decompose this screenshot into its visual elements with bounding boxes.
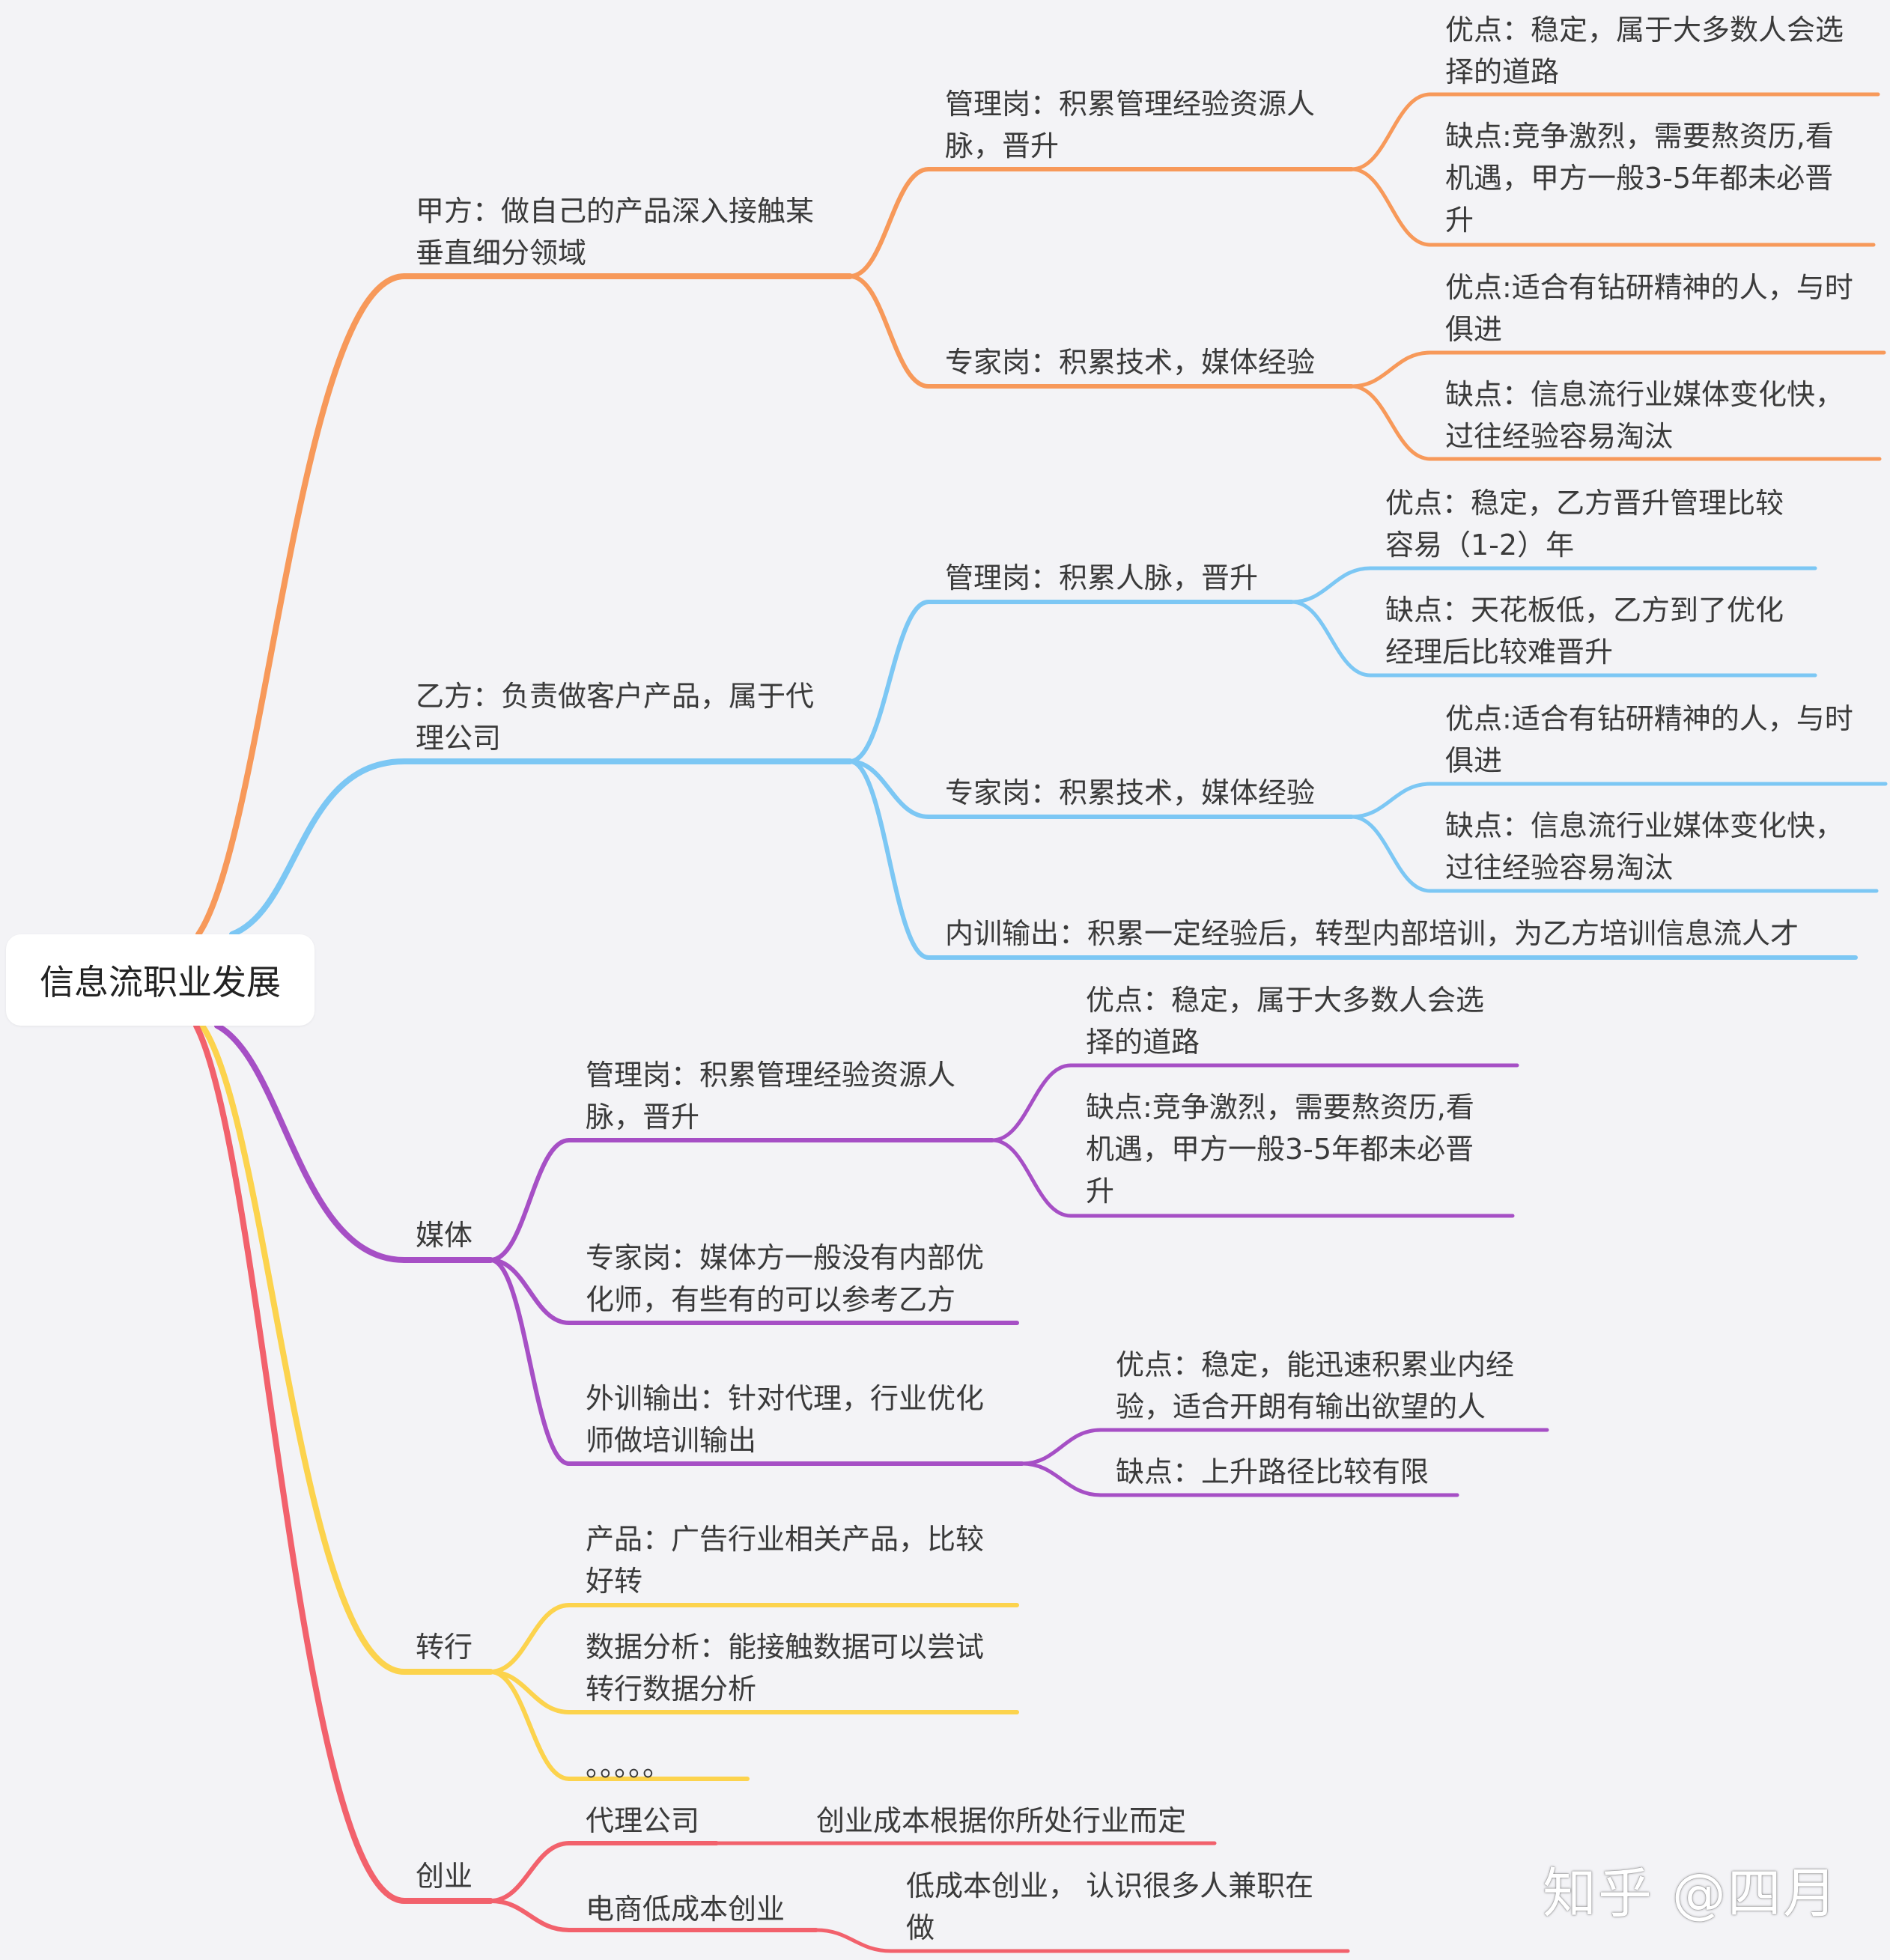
link-jiafang-management-con: [1349, 167, 1432, 247]
node-startup-ecommerce[interactable]: 电商低成本创业: [586, 1893, 786, 1926]
node-jiafang-management[interactable]: 管理岗：积累管理经验资源人 脉，晋升: [945, 88, 1316, 162]
link-yifang-training: [848, 759, 931, 960]
node-career-change[interactable]: 转行: [416, 1631, 473, 1664]
node-yifang-expert-con[interactable]: 缺点：信息流行业媒体变化快， 过往经验容易淘汰: [1445, 809, 1844, 884]
link-yifang-expert-pro: [1349, 782, 1432, 819]
node-yifang-management-pro[interactable]: 优点：稳定，乙方晋升管理比较 容易（1-2）年: [1385, 487, 1784, 561]
link-jiafang-management: [848, 167, 931, 279]
node-media-management-con[interactable]: 缺点:竞争激烈，需要熬资历,看 机遇，甲方一般3-5年都未必晋 升: [1086, 1091, 1474, 1208]
link-startup-ecommerce: [488, 1899, 571, 1932]
node-media-expert[interactable]: 专家岗：媒体方一般没有内部优 化师，有些有的可以参考乙方: [586, 1241, 985, 1316]
link-yifang-expert-con: [1349, 815, 1432, 893]
link-media-training: [488, 1258, 571, 1466]
link-root-startup: [193, 1023, 407, 1904]
node-startup-ecommerce-detail[interactable]: 低成本创业， 认识很多人兼职在 做: [906, 1869, 1314, 1944]
node-yifang[interactable]: 乙方：负责做客户产品，属于代 理公司: [416, 680, 815, 755]
link-media-expert: [488, 1258, 571, 1325]
node-yifang-management-con[interactable]: 缺点：天花板低，乙方到了优化 经理后比较难晋升: [1385, 594, 1784, 669]
link-media-management: [488, 1138, 571, 1262]
link-career-change-product: [488, 1603, 571, 1674]
node-media-management[interactable]: 管理岗：积累管理经验资源人 脉，晋升: [586, 1059, 956, 1133]
node-career-change-ellipsis[interactable]: 。。。。。: [586, 1750, 672, 1783]
link-jiafang-expert-con: [1349, 384, 1432, 461]
link-jiafang-expert: [848, 274, 931, 389]
node-jiafang-management-con[interactable]: 缺点:竞争激烈，需要熬资历,看 机遇，甲方一般3-5年都未必晋 升: [1445, 120, 1834, 237]
node-startup-agency-detail[interactable]: 创业成本根据你所处行业而定: [816, 1804, 1187, 1837]
link-root-yifang: [229, 758, 407, 937]
node-yifang-training[interactable]: 内训输出：积累一定经验后，转型内部培训，为乙方培训信息流人才: [945, 917, 1799, 950]
link-root-career-change: [199, 1023, 407, 1675]
link-career-change-ellipsis: [488, 1670, 571, 1781]
node-yifang-expert-pro[interactable]: 优点:适合有钻研精神的人，与时 俱进: [1445, 702, 1853, 777]
node-yifang-expert[interactable]: 专家岗：积累技术，媒体经验: [945, 776, 1316, 809]
node-jiafang-expert-pro[interactable]: 优点:适合有钻研精神的人，与时 俱进: [1445, 271, 1853, 346]
link-media-training-con: [1020, 1461, 1103, 1497]
node-jiafang-management-pro[interactable]: 优点：稳定，属于大多数人会选 择的道路: [1445, 13, 1844, 88]
node-media-management-pro[interactable]: 优点：稳定，属于大多数人会选 择的道路: [1086, 984, 1485, 1059]
link-root-media: [214, 1023, 407, 1263]
node-startup-agency[interactable]: 代理公司: [586, 1804, 700, 1837]
link-jiafang-management-pro: [1349, 92, 1432, 171]
node-media-training-con[interactable]: 缺点：上升路径比较有限: [1116, 1455, 1429, 1488]
node-jiafang-expert-con[interactable]: 缺点：信息流行业媒体变化快， 过往经验容易淘汰: [1445, 378, 1844, 453]
node-startup[interactable]: 创业: [416, 1860, 473, 1893]
link-yifang-management: [848, 600, 931, 764]
zhihu-watermark: 知乎 @四月: [1543, 1862, 1838, 1925]
link-root-jiafang: [195, 273, 407, 937]
node-career-change-data[interactable]: 数据分析：能接触数据可以尝试 转行数据分析: [586, 1631, 985, 1705]
link-yifang-expert: [848, 759, 931, 819]
root-node[interactable]: 信息流职业发展: [6, 934, 315, 1026]
node-career-change-product[interactable]: 产品：广告行业相关产品，比较 好转: [586, 1523, 985, 1598]
link-media-management-con: [990, 1138, 1073, 1218]
link-media-training-pro: [1020, 1428, 1103, 1466]
link-media-management-pro: [990, 1063, 1073, 1142]
node-media-training[interactable]: 外训输出：针对代理，行业优化 师做培训输出: [586, 1382, 985, 1457]
node-yifang-management[interactable]: 管理岗：积累人脉，晋升: [945, 561, 1259, 594]
node-media[interactable]: 媒体: [416, 1219, 473, 1252]
link-yifang-management-pro: [1289, 566, 1373, 604]
link-jiafang-expert-pro: [1349, 350, 1432, 389]
link-startup-ecommerce-detail: [814, 1928, 893, 1953]
node-media-training-pro[interactable]: 优点：稳定，能迅速积累业内经 验，适合开朗有输出欲望的人: [1116, 1348, 1515, 1423]
link-yifang-management-con: [1289, 600, 1373, 678]
node-jiafang[interactable]: 甲方：做自己的产品深入接触某 垂直细分领域: [416, 195, 815, 270]
link-startup-agency: [488, 1841, 571, 1903]
node-jiafang-expert[interactable]: 专家岗：积累技术，媒体经验: [945, 346, 1316, 379]
